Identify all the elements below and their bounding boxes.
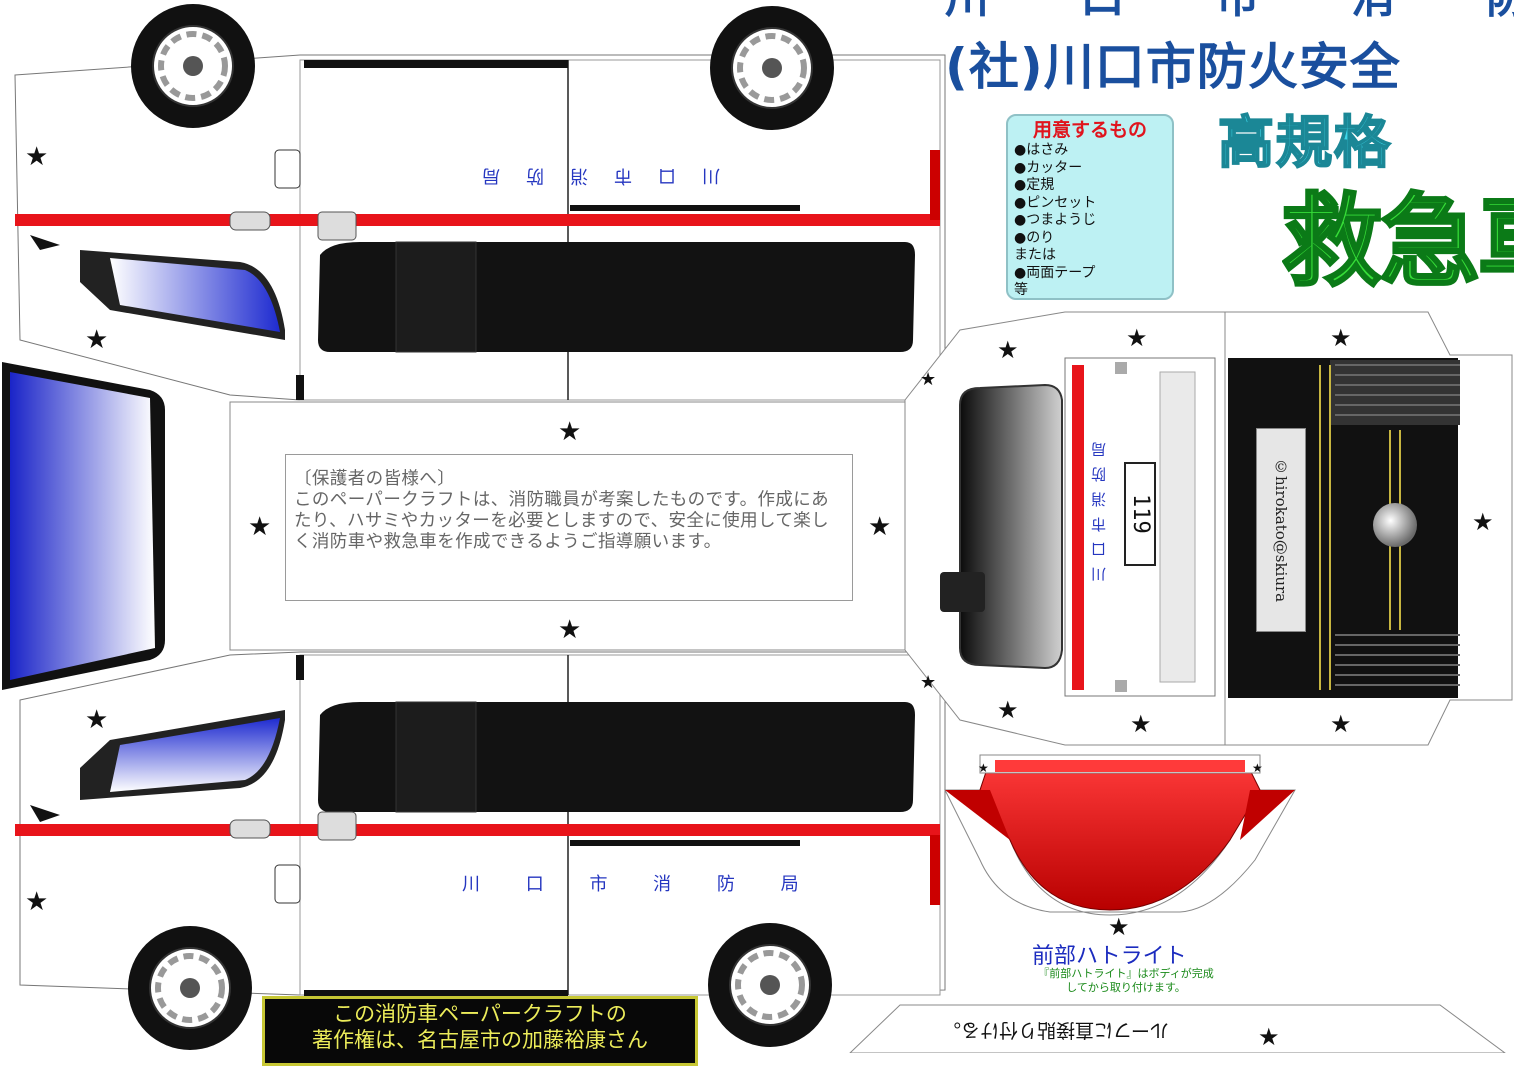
supplies-item: ●ピンセット <box>1014 194 1097 211</box>
supplies-box: 用意するもの ●はさみ ●カッター ●定規 ●ピンセット ●つまようじ ●のり … <box>1006 114 1174 300</box>
hat-light-label: 前部ハトライト <box>1032 944 1187 969</box>
glue-star-marks: ★ ★ ★ ★ ★ ★ ★ ★ ★ ★ ★ ★ ★ ★ ★ ★ ★ ★ ★ ★ … <box>25 142 1494 1051</box>
svg-text:★: ★ <box>1130 710 1152 738</box>
credit-box: この消防車ペーパークラフトの 著作権は、名古屋市の加藤裕康さん <box>262 996 698 1066</box>
side-panel-top <box>14 54 946 401</box>
supplies-item: または <box>1014 247 1056 263</box>
svg-text:★: ★ <box>1330 324 1352 352</box>
header-title-line2: (社)川口市防火安全 <box>945 38 1401 96</box>
header-title-line1: 川 口 市 消 防 <box>945 0 1514 18</box>
svg-text:★: ★ <box>1108 913 1130 941</box>
supplies-heading: 用意するもの <box>1032 119 1147 141</box>
supplies-item: ●定規 <box>1014 177 1055 193</box>
notice-body: このペーパークラフトは、消防職員が考案したものです。作成にあたり、ハサミやカッタ… <box>294 490 830 552</box>
hat-light-note: 『前部ハトライト』はボディが完成してから取り付けます。 <box>1038 967 1214 994</box>
credit-line2: 著作権は、名古屋市の加藤裕康さん <box>312 1028 648 1052</box>
svg-text:★: ★ <box>85 705 108 735</box>
svg-text:★: ★ <box>868 512 891 542</box>
wheel-bottom-rear <box>708 923 832 1047</box>
svg-text:★: ★ <box>558 417 581 447</box>
svg-text:★: ★ <box>85 325 108 355</box>
banner-grade: 高規格 <box>1217 111 1392 177</box>
svg-text:★: ★ <box>1330 710 1352 738</box>
copyright-plate: ©hirokato@skiura <box>1256 428 1306 632</box>
svg-text:★: ★ <box>248 512 271 542</box>
svg-text:★: ★ <box>1252 761 1263 775</box>
svg-text:★: ★ <box>920 369 936 390</box>
supplies-item: 等 <box>1014 282 1028 298</box>
roof-panel <box>2 362 943 690</box>
supplies-item: ●はさみ <box>1014 142 1069 158</box>
wheel-top-rear <box>710 6 834 130</box>
side-panel-bottom <box>15 651 946 996</box>
license-plate: 119 <box>1124 462 1156 566</box>
credit-line1: この消防車ペーパークラフトの <box>333 1002 627 1026</box>
supplies-item: ●両面テープ <box>1014 264 1096 281</box>
svg-text:★: ★ <box>1472 508 1494 536</box>
parent-notice: 〔保護者の皆様へ〕 このペーパークラフトは、消防職員が考案したものです。作成にあ… <box>285 454 853 601</box>
svg-text:★: ★ <box>1126 324 1148 352</box>
notice-title: 〔保護者の皆様へ〕 <box>294 469 456 489</box>
rear-vertical-label: 川口市消防局 <box>1090 432 1108 582</box>
supplies-item: ●つまようじ <box>1014 212 1097 228</box>
svg-text:★: ★ <box>978 761 989 775</box>
banner-vehicle: 救急車 <box>1282 184 1514 300</box>
supplies-list: ●はさみ ●カッター ●定規 ●ピンセット ●つまようじ ●のり または ●両面… <box>1014 142 1166 300</box>
supplies-item: ●のり <box>1014 229 1055 246</box>
side-bottom-label: 川 口 市 消 防 局 <box>462 874 819 895</box>
supplies-item: ●カッター <box>1014 159 1083 176</box>
roof-tab <box>849 1004 1506 1053</box>
svg-text:★: ★ <box>920 672 936 693</box>
side-top-label: 川口市消防局 <box>456 165 720 186</box>
svg-text:★: ★ <box>1258 1023 1280 1051</box>
svg-text:★: ★ <box>997 696 1019 724</box>
svg-text:★: ★ <box>997 336 1019 364</box>
bottom-instruction: ルーフに直接貼り付ける。 <box>942 1019 1169 1041</box>
rear-panel <box>904 311 1226 746</box>
svg-text:★: ★ <box>25 142 48 172</box>
wheel-top-front <box>131 4 255 128</box>
svg-text:★: ★ <box>558 615 581 645</box>
hat-light-piece <box>944 754 1296 916</box>
wheel-bottom-front <box>128 926 252 1050</box>
svg-text:★: ★ <box>25 887 48 917</box>
